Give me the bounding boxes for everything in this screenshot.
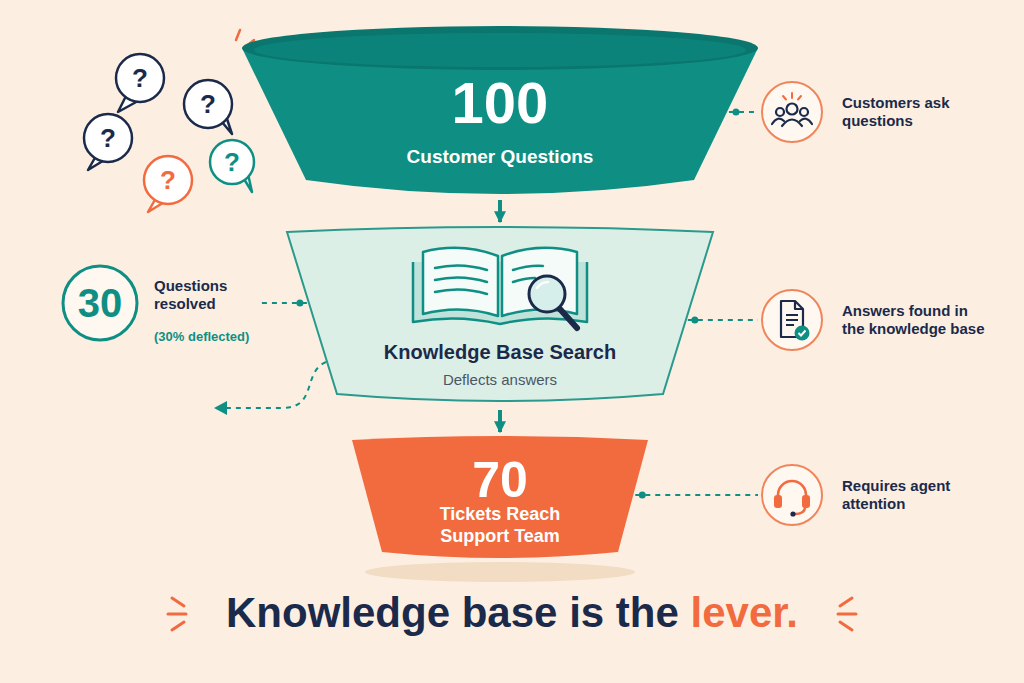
title-word: Knowledge (226, 589, 450, 636)
connector-dot (639, 492, 646, 499)
count-number: 100 (350, 68, 650, 138)
connector-dot (296, 300, 303, 307)
bubble-mark: ? (100, 125, 116, 151)
callout-text: Requires agent attention (842, 477, 952, 513)
callout-text: Customers ask questions (842, 94, 951, 130)
stat-callout: 30 Questions resolved (30% deflected) (60, 263, 251, 345)
info-callout: Answers found in the knowledge base (760, 288, 986, 352)
callout-circle (760, 288, 824, 352)
bubble-mark: ? (132, 65, 148, 91)
bubble-mark: ? (224, 149, 240, 175)
connector-dot (732, 109, 739, 116)
title-word: base (462, 589, 558, 636)
callout-text: Questions resolved (154, 277, 229, 313)
title-accent-word: lever. (691, 589, 798, 636)
info-callout: Customers ask questions (760, 80, 951, 144)
funnel-top: 100Customer Questions (240, 22, 760, 200)
tier-label: Tickets Reach Support Team (410, 504, 590, 547)
funnel-shadow (365, 562, 635, 582)
speech-bubbles (84, 54, 254, 212)
deflect-arrow (214, 362, 326, 415)
funnel-middle: Knowledge Base SearchDeflects answers (285, 222, 715, 410)
flow-arrow (498, 410, 502, 432)
leader-connector (688, 319, 758, 321)
leader-connector (635, 494, 758, 496)
bubble-mark: ? (160, 167, 176, 193)
callout-note: (30% deflected) (154, 329, 251, 345)
title-word: the (616, 589, 679, 636)
count-number: 70 (420, 450, 580, 510)
funnel-bottom: 70Tickets Reach Support Team (350, 432, 650, 565)
tier-label: Knowledge Base Search (340, 340, 660, 364)
callout-circle (760, 80, 824, 144)
bubble-mark: ? (200, 91, 216, 117)
title-word: is (569, 589, 604, 636)
book-icon (413, 248, 587, 328)
callout-circle (760, 463, 824, 527)
diagram-title: Knowledge base is the lever. (0, 588, 1024, 638)
info-callout: Requires agent attention (760, 463, 952, 527)
tier-subtitle: Deflects answers (390, 371, 610, 389)
connector-dot (691, 317, 698, 324)
callout-text: Answers found in the knowledge base (842, 302, 986, 338)
tier-label: Customer Questions (310, 146, 690, 169)
callout-number: 30 (60, 279, 140, 327)
flow-arrow (498, 200, 502, 222)
